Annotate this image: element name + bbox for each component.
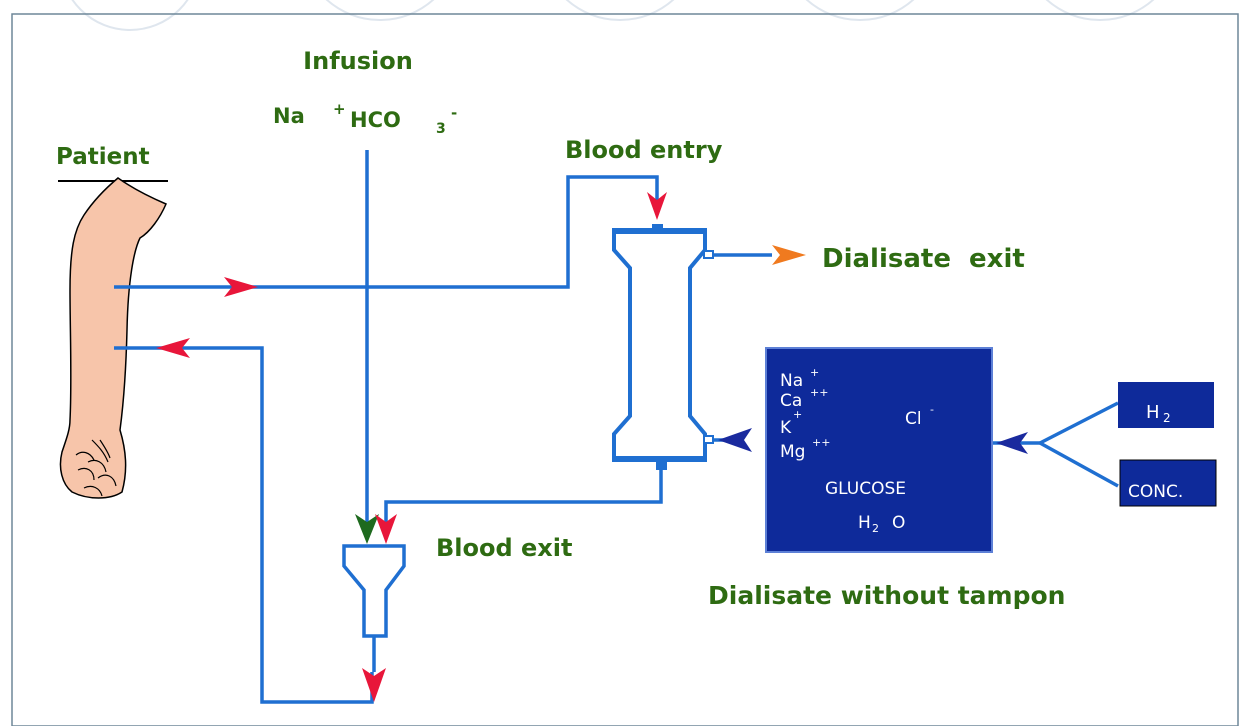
box-calcium: Ca xyxy=(780,391,802,411)
h2-branch-line xyxy=(1039,401,1119,445)
bicarbonate-label: HCO xyxy=(350,108,401,132)
box-sodium-charge: + xyxy=(810,366,819,379)
trap-outlet-arrow xyxy=(362,668,386,702)
box-potassium: K xyxy=(780,418,792,438)
fist-knuckles xyxy=(75,439,117,497)
arterial-line xyxy=(114,175,659,289)
bicarbonate-charge: - xyxy=(451,104,457,122)
outer-frame xyxy=(11,13,1239,726)
blood-exit-arrow xyxy=(375,514,397,544)
h2-box-bg xyxy=(1118,382,1214,428)
box-water-o: O xyxy=(892,513,905,533)
arterial-flow-arrow xyxy=(224,277,258,297)
sodium-charge: + xyxy=(333,100,346,118)
dialisate-without-tampon-label: Dialisate without tampon xyxy=(708,581,1065,610)
dialyzer-inlet-port xyxy=(652,224,663,231)
h2-source-box: H 2 xyxy=(1118,382,1214,428)
patient-label: Patient xyxy=(56,144,150,170)
patient-arm-illustration xyxy=(59,177,167,499)
dialisate-composition-box: Na + Ca ++ K + Mg ++ Cl - GLUCOSE H 2 O xyxy=(765,347,993,553)
dialisate-exit-label: Dialisate exit xyxy=(822,244,1025,274)
box-water-h: H xyxy=(858,513,871,533)
dialysate-exit-arrow xyxy=(772,245,806,265)
dialyzer-body xyxy=(612,228,707,462)
dialysate-feed-arrow xyxy=(996,432,1028,454)
background-watermark xyxy=(71,0,1155,31)
box-chloride: Cl xyxy=(905,409,922,429)
infusion-label: Infusion xyxy=(303,47,413,75)
dialyzer-outlet-line xyxy=(384,470,663,522)
box-water-subscript: 2 xyxy=(872,522,879,535)
dialyzer-outlet-port xyxy=(656,462,667,470)
arrows xyxy=(156,192,1028,702)
blood-exit-label: Blood exit xyxy=(436,534,573,562)
dialyzer-dialysate-out-port xyxy=(703,250,714,259)
conc-source-box: CONC. xyxy=(1119,459,1217,507)
box-chloride-charge: - xyxy=(930,403,934,416)
bubble-trap xyxy=(342,544,406,638)
h2-label: H xyxy=(1146,402,1160,423)
bicarbonate-subscript: 3 xyxy=(436,121,446,137)
infusion-formula: Na + HCO 3 - xyxy=(273,100,457,137)
box-magnesium-charge: ++ xyxy=(812,436,830,449)
h2-subscript: 2 xyxy=(1163,411,1171,425)
box-potassium-charge: + xyxy=(793,408,802,421)
dialisate-box-bg xyxy=(765,347,993,553)
conc-label: CONC. xyxy=(1128,482,1183,502)
dialyzer xyxy=(612,224,714,470)
dialyzer-dialysate-in-port xyxy=(703,435,714,444)
box-sodium: Na xyxy=(780,371,803,391)
box-magnesium: Mg xyxy=(780,442,805,462)
box-glucose: GLUCOSE xyxy=(825,479,906,499)
dialysate-inlet-arrow xyxy=(718,428,752,452)
blood-entry-label: Blood entry xyxy=(565,136,723,164)
venous-return-line xyxy=(114,346,374,704)
infusion-arrow xyxy=(355,514,379,544)
conc-branch-line xyxy=(1039,441,1119,488)
arm-shape xyxy=(59,177,167,499)
sodium-label: Na xyxy=(273,104,305,128)
box-calcium-charge: ++ xyxy=(810,386,828,399)
blood-entry-arrow xyxy=(647,192,667,220)
venous-flow-arrow xyxy=(156,338,190,358)
conc-box-bg xyxy=(1119,459,1217,507)
